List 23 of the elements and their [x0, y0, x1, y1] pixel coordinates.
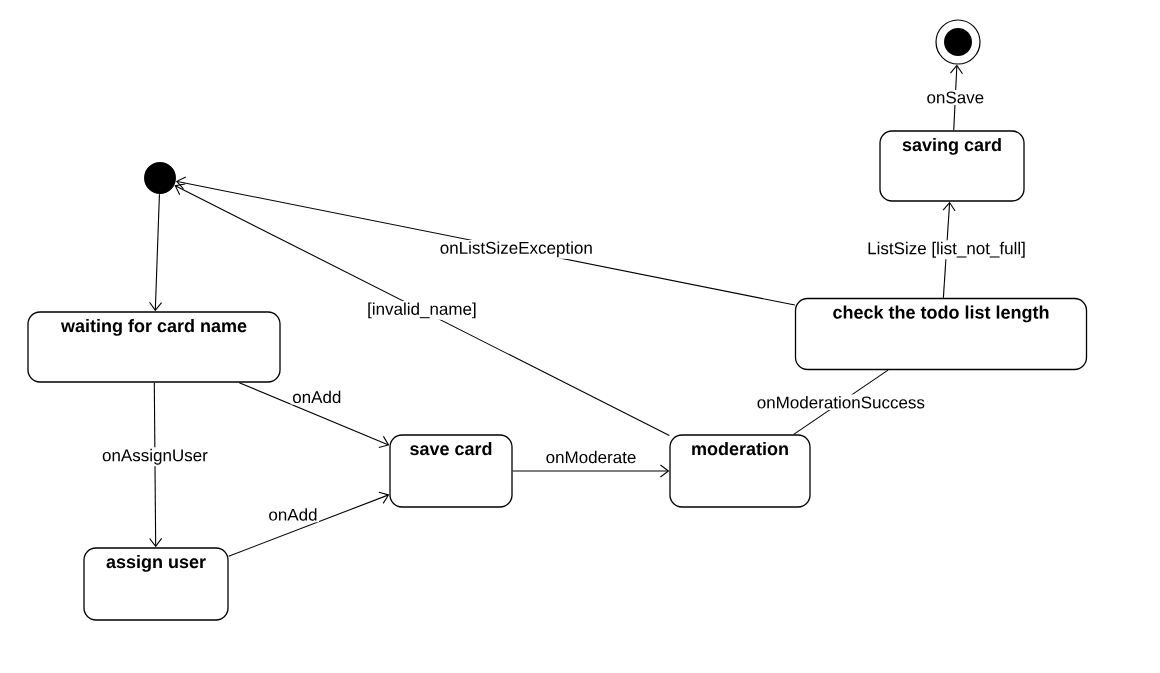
transition-arrow — [228, 491, 390, 557]
edge-label: onModerate — [544, 449, 638, 465]
state-box: waiting for card name — [27, 311, 281, 383]
transition-arrow — [174, 183, 670, 437]
state-box: save card — [389, 434, 513, 508]
state-box: saving card — [879, 130, 1025, 202]
edge-label: onListSizeException — [438, 239, 595, 259]
edge-label: onAssignUser — [100, 447, 210, 467]
transition-arrow — [512, 464, 670, 478]
edge-label: onAdd — [266, 506, 320, 523]
transition-arrow — [238, 382, 390, 448]
initial-state — [144, 162, 176, 194]
final-state — [935, 19, 981, 65]
transition-arrow — [149, 193, 163, 312]
state-box: check the todo list length — [794, 297, 1088, 371]
edge-label: ListSize [list_not_full] — [865, 240, 1028, 260]
edge-label: onSave — [925, 89, 986, 105]
state-box: moderation — [669, 434, 811, 508]
transition-arrow — [149, 382, 163, 548]
state-box: assign user — [83, 547, 229, 621]
edge-label: [invalid_name] — [365, 301, 479, 320]
edge-label: onAdd — [290, 389, 343, 405]
edge-label: onModerationSuccess — [755, 394, 927, 410]
